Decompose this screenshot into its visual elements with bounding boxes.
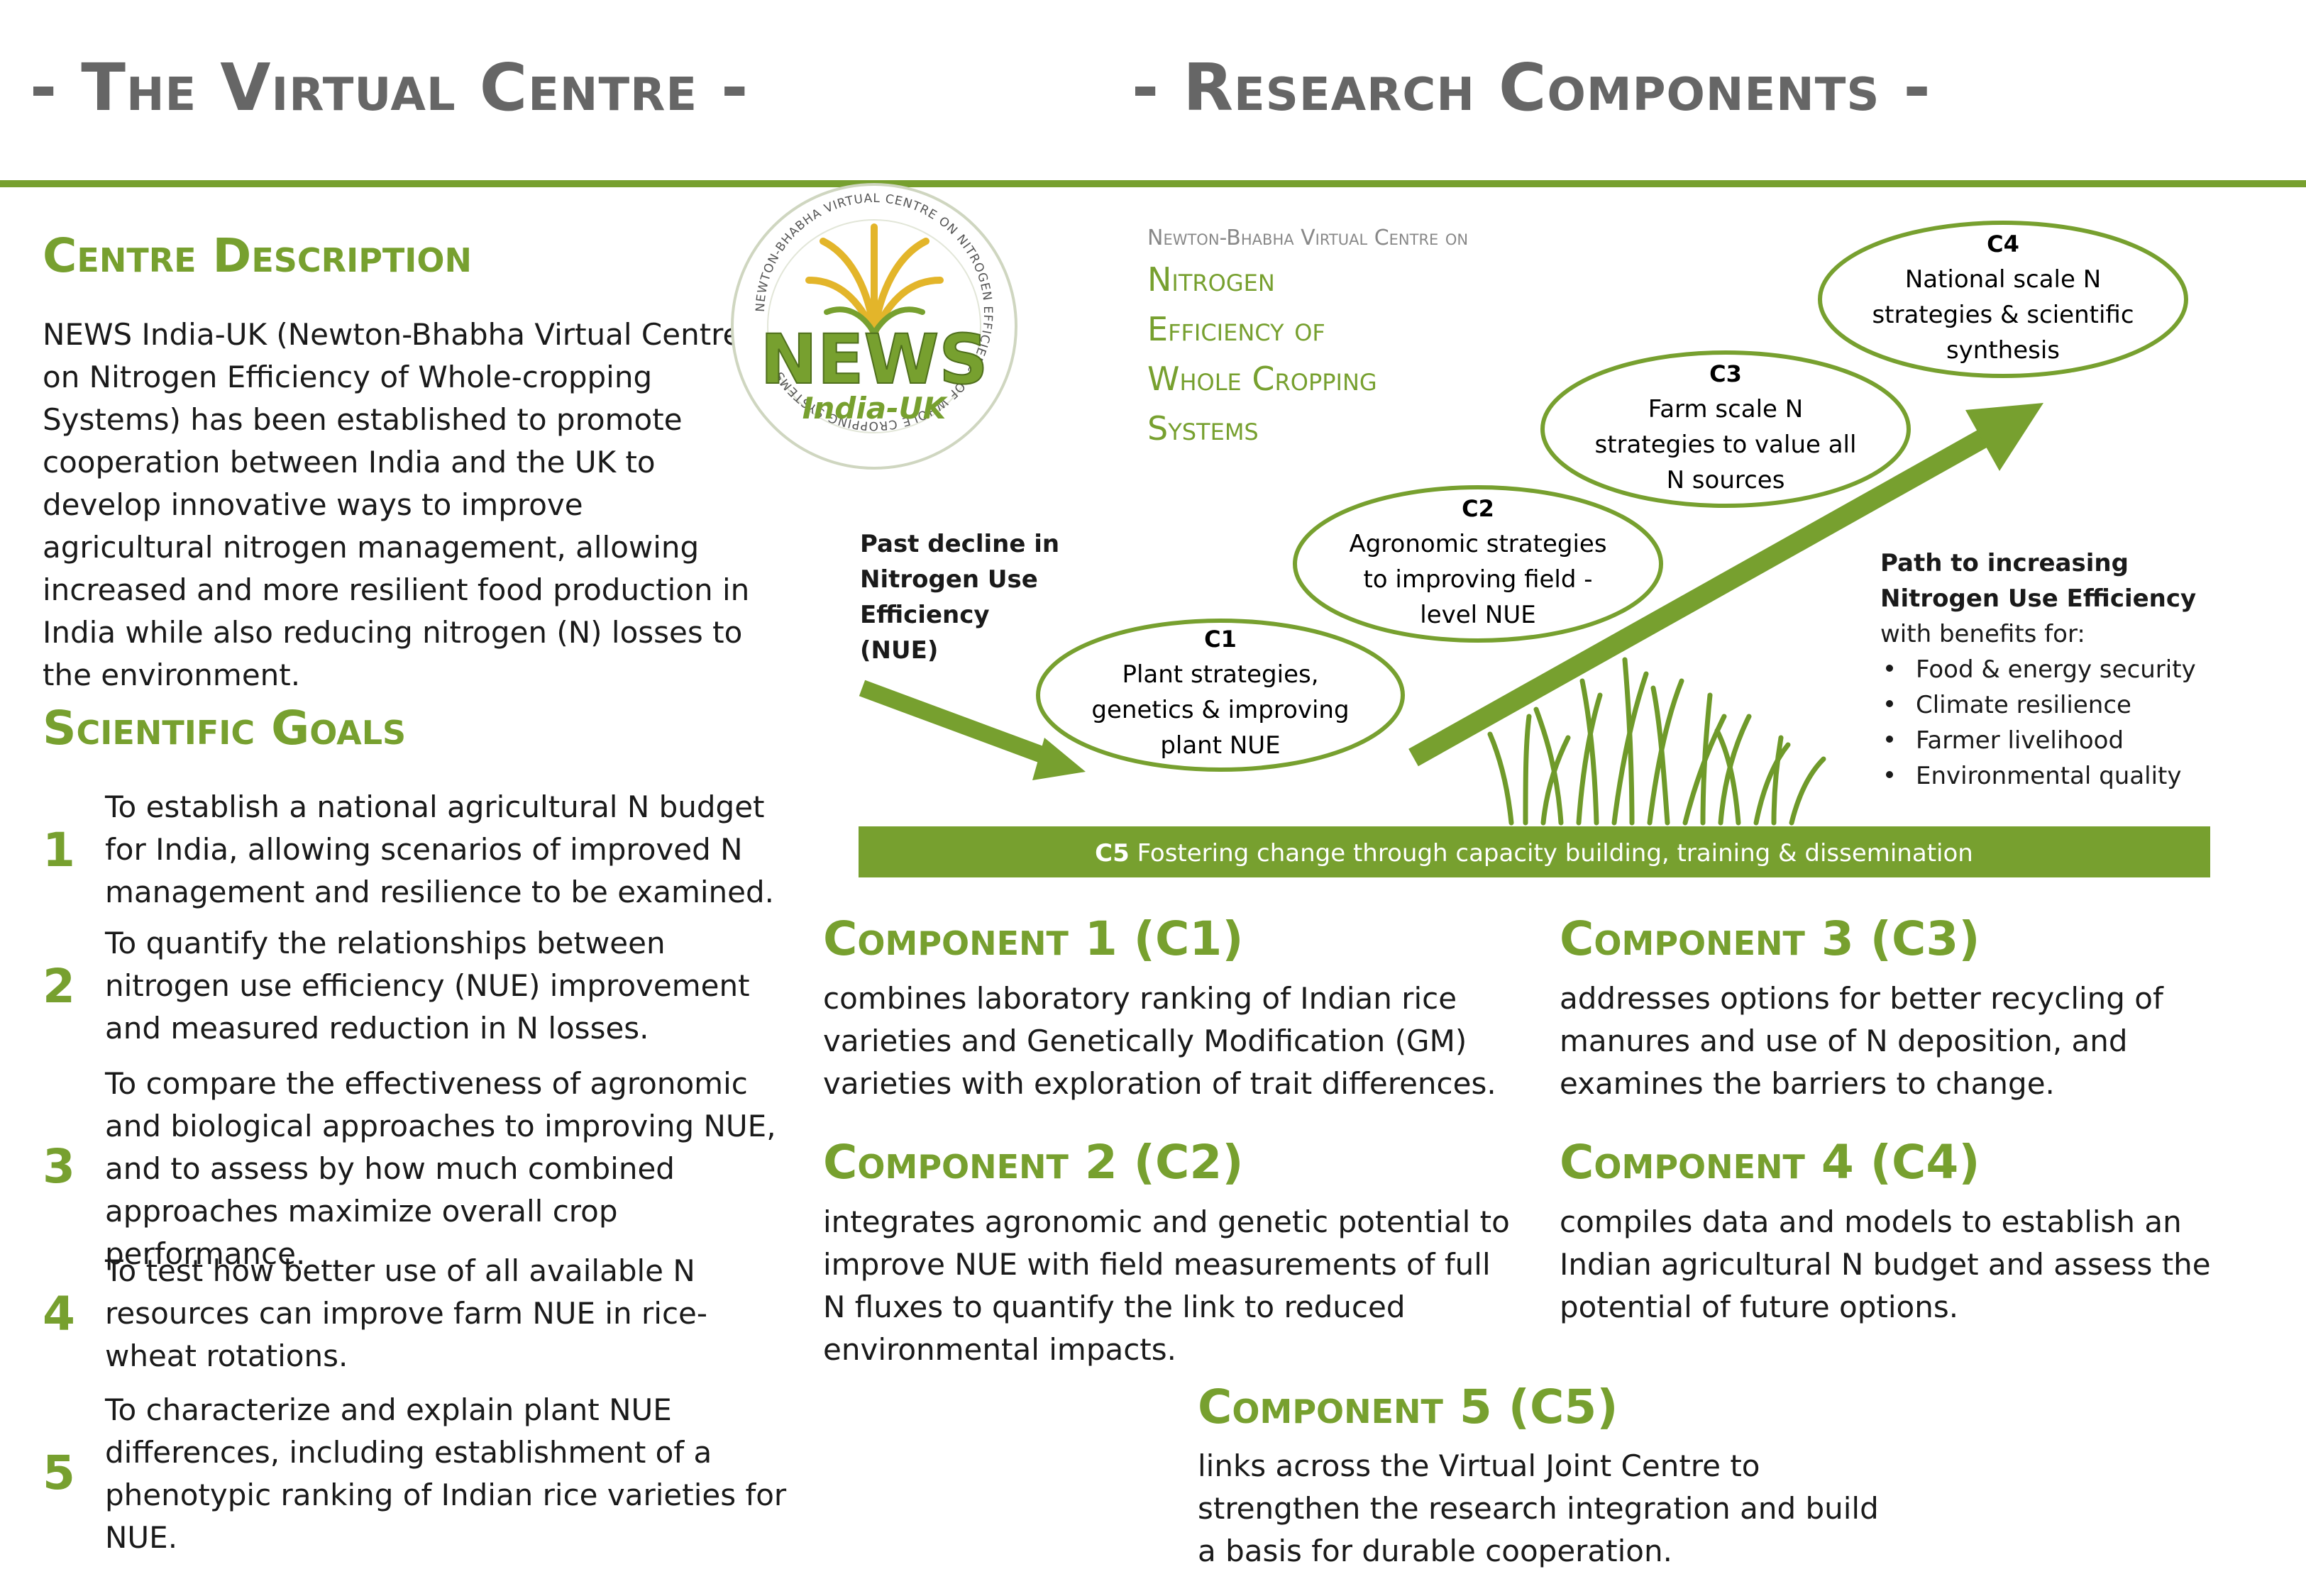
centre-name-line-4: Systems xyxy=(1147,409,1259,448)
increasing-arrow xyxy=(1408,403,2043,767)
past-decline-label: Past decline in Nitrogen Use Efficiency … xyxy=(860,530,1059,665)
svg-text:to improving field -: to improving field - xyxy=(1363,565,1592,594)
c5-bar-text: C5 Fostering change through capacity bui… xyxy=(1095,839,1973,868)
centre-name-line-1: Nitrogen xyxy=(1147,260,1275,299)
bullet-icon xyxy=(1886,736,1893,743)
component-c1-ellipse: C1 Plant strategies, genetics & improvin… xyxy=(1036,619,1405,772)
grass-illustration xyxy=(1487,657,1826,826)
svg-text:National scale N: National scale N xyxy=(1905,265,2101,294)
header-divider xyxy=(0,180,2306,187)
svg-text:Plant strategies,: Plant strategies, xyxy=(1122,660,1318,689)
svg-text:Agronomic strategies: Agronomic strategies xyxy=(1349,530,1606,558)
right-header-title: - Research Components - xyxy=(1132,50,1931,126)
c5-bar: C5 Fostering change through capacity bui… xyxy=(859,826,2210,877)
goal-text: To compare the effectiveness of agronomi… xyxy=(105,1066,776,1271)
goal-text: To test how better use of all available … xyxy=(105,1253,708,1373)
component-4-heading: Component 4 (C4) xyxy=(1560,1135,1980,1190)
component-2-heading: Component 2 (C2) xyxy=(823,1135,1244,1190)
component-2-text: integrates agronomic and genetic potenti… xyxy=(823,1204,1510,1367)
logo-sub-text: India-UK xyxy=(802,391,949,426)
svg-text:genetics & improving: genetics & improving xyxy=(1091,696,1349,724)
svg-text:Path to increasing: Path to increasing xyxy=(1880,549,2129,577)
left-header-title: - The Virtual Centre - xyxy=(30,50,749,126)
svg-text:Environmental quality: Environmental quality xyxy=(1916,762,2182,790)
logo-main-text: NEWS xyxy=(761,320,988,399)
svg-text:Nitrogen Use: Nitrogen Use xyxy=(860,565,1038,594)
goal-number: 5 xyxy=(43,1446,75,1500)
svg-text:level NUE: level NUE xyxy=(1420,601,1535,629)
component-4-text: compiles data and models to establish an… xyxy=(1560,1204,2211,1324)
svg-text:Nitrogen Use Efficiency: Nitrogen Use Efficiency xyxy=(1880,584,2196,613)
svg-text:plant NUE: plant NUE xyxy=(1160,731,1280,760)
svg-text:Farmer livelihood: Farmer livelihood xyxy=(1916,726,2124,755)
goal-text: To characterize and explain plant NUE di… xyxy=(105,1392,787,1555)
goal-number: 3 xyxy=(43,1139,75,1194)
centre-description-heading: Centre Description xyxy=(43,228,472,283)
svg-text:N sources: N sources xyxy=(1667,466,1785,494)
svg-text:C2: C2 xyxy=(1462,495,1494,522)
component-5-heading: Component 5 (C5) xyxy=(1198,1380,1618,1434)
svg-text:strategies & scientific: strategies & scientific xyxy=(1872,301,2134,329)
svg-text:(NUE): (NUE) xyxy=(860,636,938,665)
svg-text:C1: C1 xyxy=(1204,626,1237,653)
scientific-goals-heading: Scientific Goals xyxy=(43,701,407,755)
component-c4-ellipse: C4 National scale N strategies & scienti… xyxy=(1818,221,2188,378)
goal-number: 2 xyxy=(43,959,75,1014)
centre-name-line-0: Newton-Bhabha Virtual Centre on xyxy=(1147,226,1468,250)
centre-description-text: NEWS India-UK (Newton-Bhabha Virtual Cen… xyxy=(43,317,750,692)
svg-text:strategies to value all: strategies to value all xyxy=(1595,431,1857,459)
goal-text: To quantify the relationships between ni… xyxy=(105,926,750,1046)
svg-text:Food & energy security: Food & energy security xyxy=(1916,655,2196,684)
goal-text: To establish a national agricultural N b… xyxy=(105,789,774,909)
news-logo: NEWTON-BHABHA VIRTUAL CENTRE ON NITROGEN… xyxy=(731,183,1017,470)
goal-number: 4 xyxy=(43,1287,75,1341)
bullet-icon xyxy=(1886,771,1893,778)
decline-arrow xyxy=(859,680,1086,780)
centre-name-line-2: Efficiency of xyxy=(1147,310,1325,348)
bullet-icon xyxy=(1886,700,1893,707)
svg-text:Efficiency: Efficiency xyxy=(860,601,990,629)
svg-text:C3: C3 xyxy=(1709,360,1742,387)
component-c2-ellipse: C2 Agronomic strategies to improving fie… xyxy=(1293,485,1663,643)
svg-text:Past decline in: Past decline in xyxy=(860,530,1059,558)
svg-text:Climate resilience: Climate resilience xyxy=(1916,691,2131,719)
svg-text:with benefits for:: with benefits for: xyxy=(1880,620,2085,648)
bullet-icon xyxy=(1886,665,1893,672)
component-1-text: combines laboratory ranking of Indian ri… xyxy=(823,981,1496,1101)
centre-name-block: Newton-Bhabha Virtual Centre on Nitrogen… xyxy=(1147,226,1468,448)
svg-text:synthesis: synthesis xyxy=(1946,336,2060,365)
path-benefits-block: Path to increasing Nitrogen Use Efficien… xyxy=(1880,549,2196,790)
component-c3-ellipse: C3 Farm scale N strategies to value all … xyxy=(1540,350,1911,508)
goal-number: 1 xyxy=(43,823,75,877)
component-3-heading: Component 3 (C3) xyxy=(1560,911,1980,966)
component-1-heading: Component 1 (C1) xyxy=(823,911,1244,966)
svg-text:Farm scale N: Farm scale N xyxy=(1648,395,1803,423)
component-3-text: addresses options for better recycling o… xyxy=(1560,981,2163,1101)
svg-text:C4: C4 xyxy=(1987,231,2019,257)
leaf-icon xyxy=(824,306,925,336)
centre-name-line-3: Whole Cropping xyxy=(1147,360,1377,398)
component-5-text: links across the Virtual Joint Centre to… xyxy=(1198,1448,1879,1568)
